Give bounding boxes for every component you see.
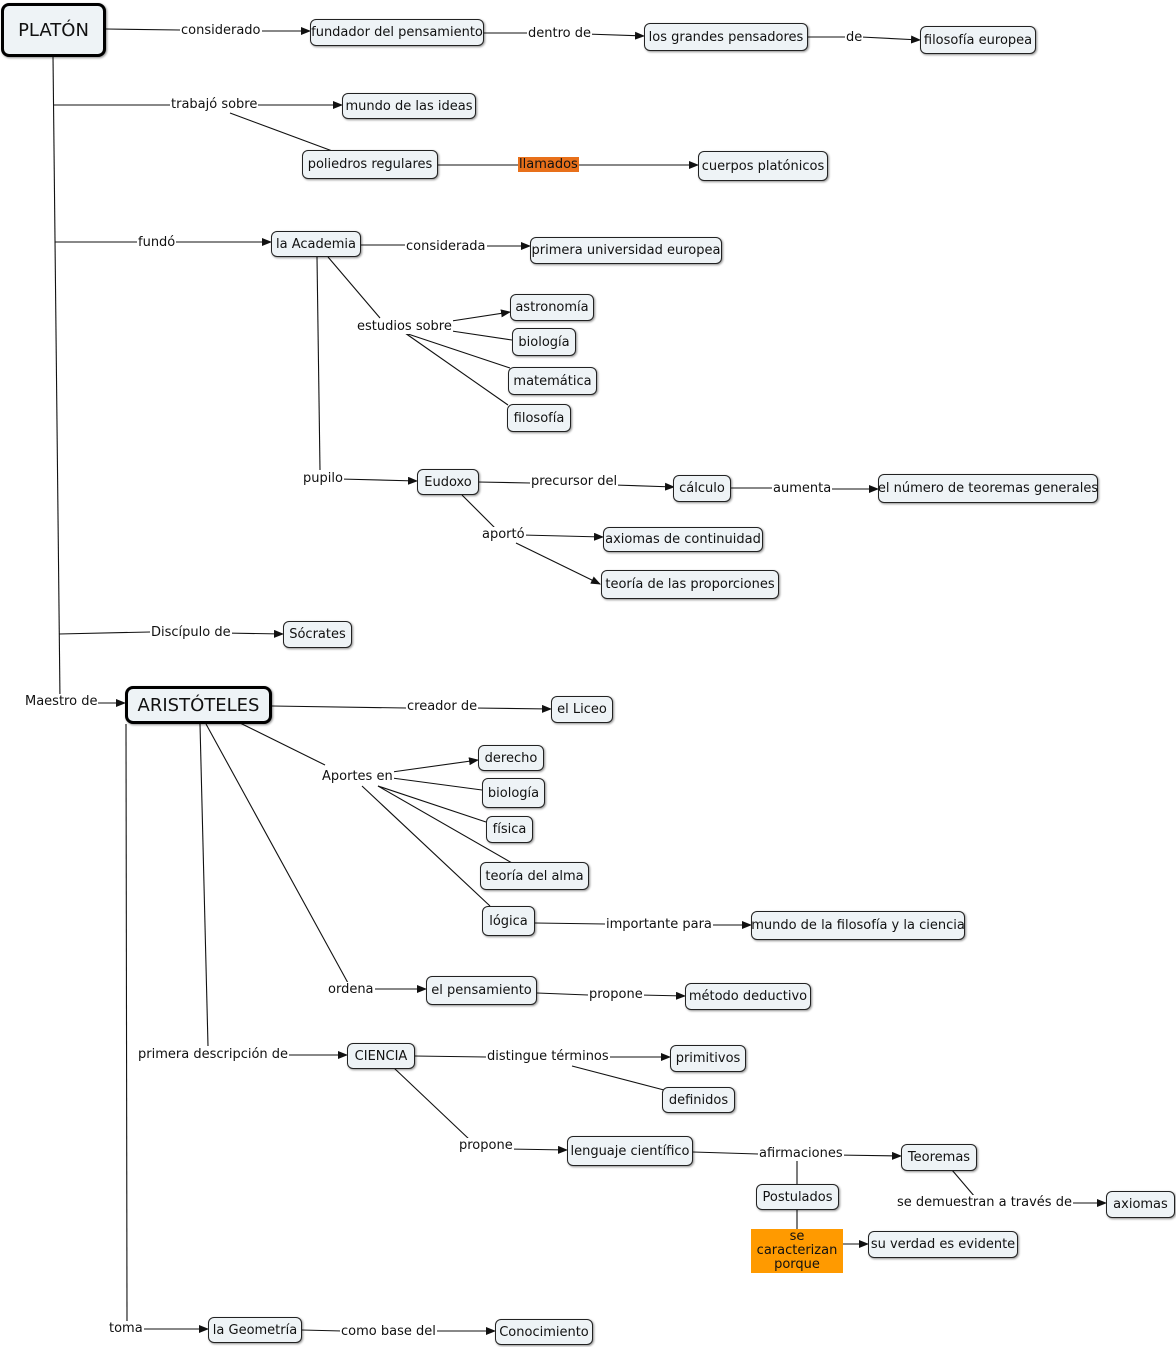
link-discipulo: Discípulo de xyxy=(150,625,232,640)
link-fundo: fundó xyxy=(137,235,177,250)
link-estudios-sobre: estudios sobre xyxy=(356,319,453,334)
link-distingue: distingue términos xyxy=(486,1049,610,1064)
link-precursor: precursor del xyxy=(530,474,619,489)
link-pupilo: pupilo xyxy=(302,471,344,486)
concept-axiomas-continuidad[interactable]: axiomas de continuidad xyxy=(603,527,763,552)
concept-metodo[interactable]: método deductivo xyxy=(685,983,811,1010)
concept-pensadores[interactable]: los grandes pensadores xyxy=(644,23,808,51)
link-de: de xyxy=(845,30,864,45)
link-aportes: Aportes en xyxy=(321,769,394,784)
link-ordena: ordena xyxy=(327,982,375,997)
concept-logica[interactable]: lógica xyxy=(482,906,535,936)
concept-platon[interactable]: PLATÓN xyxy=(1,3,106,57)
concept-biologia-1[interactable]: biología xyxy=(512,328,576,356)
concept-conocimiento[interactable]: Conocimiento xyxy=(495,1319,593,1345)
concept-fisica[interactable]: física xyxy=(486,816,533,843)
link-aporto: aportó xyxy=(481,527,526,542)
concept-biologia-2[interactable]: biología xyxy=(482,778,545,808)
concept-ciencia[interactable]: CIENCIA xyxy=(347,1043,415,1069)
concept-postulados[interactable]: Postulados xyxy=(756,1184,839,1210)
concept-primitivos[interactable]: primitivos xyxy=(670,1045,746,1072)
link-propone-2: propone xyxy=(458,1138,514,1153)
concept-liceo[interactable]: el Liceo xyxy=(551,696,613,723)
concept-socrates[interactable]: Sócrates xyxy=(283,621,352,648)
link-trabajo-sobre: trabajó sobre xyxy=(170,97,259,112)
concept-aristoteles[interactable]: ARISTÓTELES xyxy=(125,686,272,724)
concept-universidad[interactable]: primera universidad europea xyxy=(530,237,722,264)
concept-lenguaje[interactable]: lenguaje científico xyxy=(567,1136,693,1166)
link-considerado: considerado xyxy=(180,23,262,38)
concept-proporciones[interactable]: teoría de las proporciones xyxy=(601,570,779,599)
concept-teoremas[interactable]: Teoremas xyxy=(901,1144,977,1171)
concept-mundo-filosofia[interactable]: mundo de la filosofía y la ciencia xyxy=(751,911,965,940)
concept-filosofia-europea[interactable]: filosofía europea xyxy=(920,26,1036,54)
concept-verdad[interactable]: su verdad es evidente xyxy=(868,1231,1018,1258)
link-maestro: Maestro de xyxy=(24,694,99,709)
concept-axiomas[interactable]: axiomas xyxy=(1106,1191,1175,1218)
concept-definidos[interactable]: definidos xyxy=(662,1087,735,1113)
link-propone-1: propone xyxy=(588,987,644,1002)
link-creador: creador de xyxy=(406,699,479,714)
concept-filosofia[interactable]: filosofía xyxy=(507,404,571,432)
concept-teoremas-generales[interactable]: el número de teoremas generales xyxy=(878,474,1098,503)
link-aumenta: aumenta xyxy=(772,481,833,496)
concept-matematica[interactable]: matemática xyxy=(508,367,597,395)
concept-fundador[interactable]: fundador del pensamiento xyxy=(310,19,484,46)
concept-geometria[interactable]: la Geometría xyxy=(208,1317,302,1343)
link-demuestran: se demuestran a través de xyxy=(896,1195,1073,1210)
link-primera-descripcion: primera descripción de xyxy=(137,1047,290,1062)
concept-astronomia[interactable]: astronomía xyxy=(510,294,594,321)
link-afirmaciones: afirmaciones xyxy=(758,1146,844,1161)
concept-cuerpos[interactable]: cuerpos platónicos xyxy=(698,151,828,181)
concept-poliedros[interactable]: poliedros regulares xyxy=(302,150,438,179)
concept-eudoxo[interactable]: Eudoxo xyxy=(417,469,479,495)
concept-academia[interactable]: la Academia xyxy=(271,231,361,257)
link-considerada: considerada xyxy=(405,239,487,254)
link-toma: toma xyxy=(108,1321,144,1336)
link-base: como base del xyxy=(340,1324,437,1339)
concept-pensamiento[interactable]: el pensamiento xyxy=(426,976,537,1005)
concept-teoria-alma[interactable]: teoría del alma xyxy=(480,862,589,890)
link-caracterizan: se caracterizan porque xyxy=(751,1229,843,1273)
link-llamados: llamados xyxy=(518,157,579,172)
link-importante: importante para xyxy=(605,917,713,932)
link-dentro-de: dentro de xyxy=(527,26,592,41)
concept-calculo[interactable]: cálculo xyxy=(673,475,731,502)
concept-mundo-ideas[interactable]: mundo de las ideas xyxy=(342,93,476,119)
concept-derecho[interactable]: derecho xyxy=(478,745,544,771)
